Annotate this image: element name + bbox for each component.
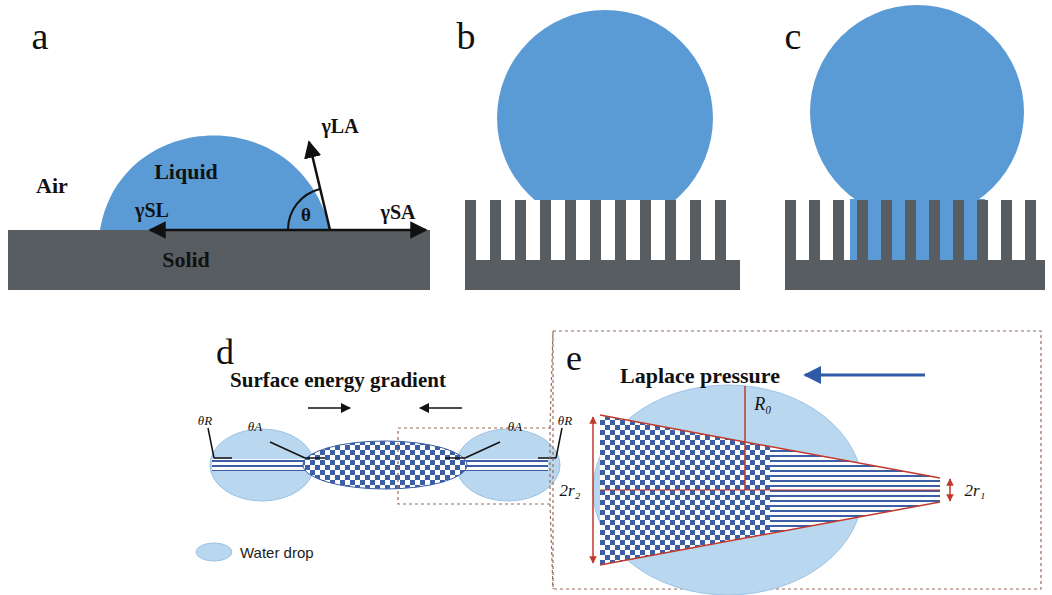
label: Laplace pressure [620,365,780,387]
label: 2r₂ [559,482,580,499]
zoom-box [398,428,550,504]
drop [810,5,1024,201]
drop [497,10,713,200]
spindle-knot [303,441,467,489]
legend-drop-icon [196,543,232,561]
label: θA [508,420,522,433]
dimension-line [949,479,951,501]
substrate [785,260,1045,290]
label: d [216,334,234,370]
label: 2r₁ [964,482,985,499]
label: Air [36,175,68,197]
label: Surface energy gradient [230,370,446,391]
cone-edge [600,502,940,565]
tension-arrow [309,142,330,230]
drop-in-grooves [850,199,985,261]
zoom-line [550,504,553,589]
label: θ [301,205,311,224]
label: γSL [135,200,169,220]
solid-substrate [8,230,430,290]
label: γSA [381,202,416,222]
angle-arc [288,189,320,230]
contact-angle-lines [208,428,562,458]
conical-fiber [600,410,945,570]
cone-axis [600,489,940,490]
label: e [566,340,582,376]
legend-text: Water drop [240,544,314,561]
radius-line [744,386,746,490]
label: b [457,17,476,55]
dimension-line [592,417,594,563]
laplace-arrow [805,374,925,377]
label: θR [198,414,212,427]
substrate [465,260,740,290]
label: c [785,17,802,55]
label: R₀ [754,395,771,413]
label: a [32,17,49,55]
label: θR [558,414,572,427]
label: γLA [321,116,358,136]
tension-arrow [330,229,426,232]
label: Liquid [154,161,218,183]
cone-edge [600,415,940,478]
label: Solid [162,249,210,271]
pillars [785,200,1036,261]
liquid-drop [100,135,330,230]
label: θA [248,420,262,433]
motion-arrow [308,407,350,409]
tension-arrow [150,229,330,232]
motion-arrow [420,407,462,409]
pillars [465,200,726,261]
